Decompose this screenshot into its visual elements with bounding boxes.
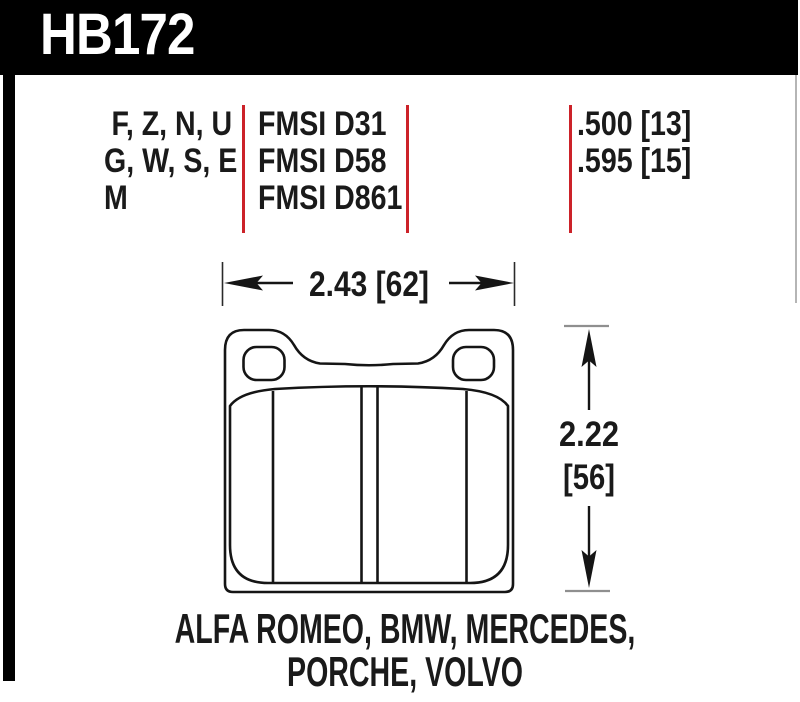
table-divider-2 bbox=[406, 105, 409, 233]
brake-pad-technical-drawing: 2.43 [62] 2.22 [56] bbox=[221, 262, 619, 594]
fmsi-row-2: FMSI D58 bbox=[258, 142, 387, 180]
thickness-row-2: .595 [15] bbox=[577, 142, 692, 180]
applications-line-1: ALFA ROMEO, BMW, MERCEDES, bbox=[174, 605, 636, 652]
compound-codes-row-3: M bbox=[104, 179, 128, 217]
right-edge-line bbox=[795, 75, 797, 303]
mounting-hole-right bbox=[451, 345, 496, 382]
mounting-hole-left bbox=[242, 345, 286, 382]
up-arrowhead-icon bbox=[581, 329, 597, 367]
down-arrowhead-icon bbox=[581, 550, 597, 588]
thickness-row-1: .500 [13] bbox=[577, 105, 692, 143]
height-dimension: 2.22 [56] bbox=[559, 324, 619, 593]
table-divider-1 bbox=[242, 105, 245, 233]
applications-line-2: PORCHE, VOLVO bbox=[287, 648, 523, 695]
table-divider-3 bbox=[569, 105, 572, 233]
header-bar: HB172 bbox=[0, 0, 798, 75]
fmsi-row-3: FMSI D861 bbox=[258, 179, 403, 217]
vehicle-applications: ALFA ROMEO, BMW, MERCEDES, PORCHE, VOLVO bbox=[5, 607, 800, 693]
backing-plate-outline bbox=[223, 328, 515, 594]
height-dimension-value: 2.22 bbox=[559, 415, 619, 454]
height-dimension-mm: [56] bbox=[563, 458, 615, 497]
part-number: HB172 bbox=[40, 2, 195, 67]
compound-codes-row-1: F, Z, N, U bbox=[111, 105, 233, 143]
pad-thickness-column: .500 [13] .595 [15] bbox=[577, 106, 691, 180]
fmsi-numbers-column: FMSI D31 FMSI D58 FMSI D861 bbox=[258, 106, 402, 217]
left-edge-strip bbox=[3, 0, 15, 681]
friction-material-outline bbox=[228, 384, 510, 585]
compound-codes-row-2: G, W, S, E bbox=[104, 142, 238, 180]
width-dimension: 2.43 [62] bbox=[221, 262, 516, 306]
width-dimension-label: 2.43 [62] bbox=[309, 265, 429, 304]
left-arrowhead-icon bbox=[224, 275, 263, 291]
fmsi-row-1: FMSI D31 bbox=[258, 105, 387, 143]
compound-codes-column: F, Z, N, U G, W, S, E M bbox=[104, 106, 237, 217]
right-arrowhead-icon bbox=[475, 275, 514, 291]
